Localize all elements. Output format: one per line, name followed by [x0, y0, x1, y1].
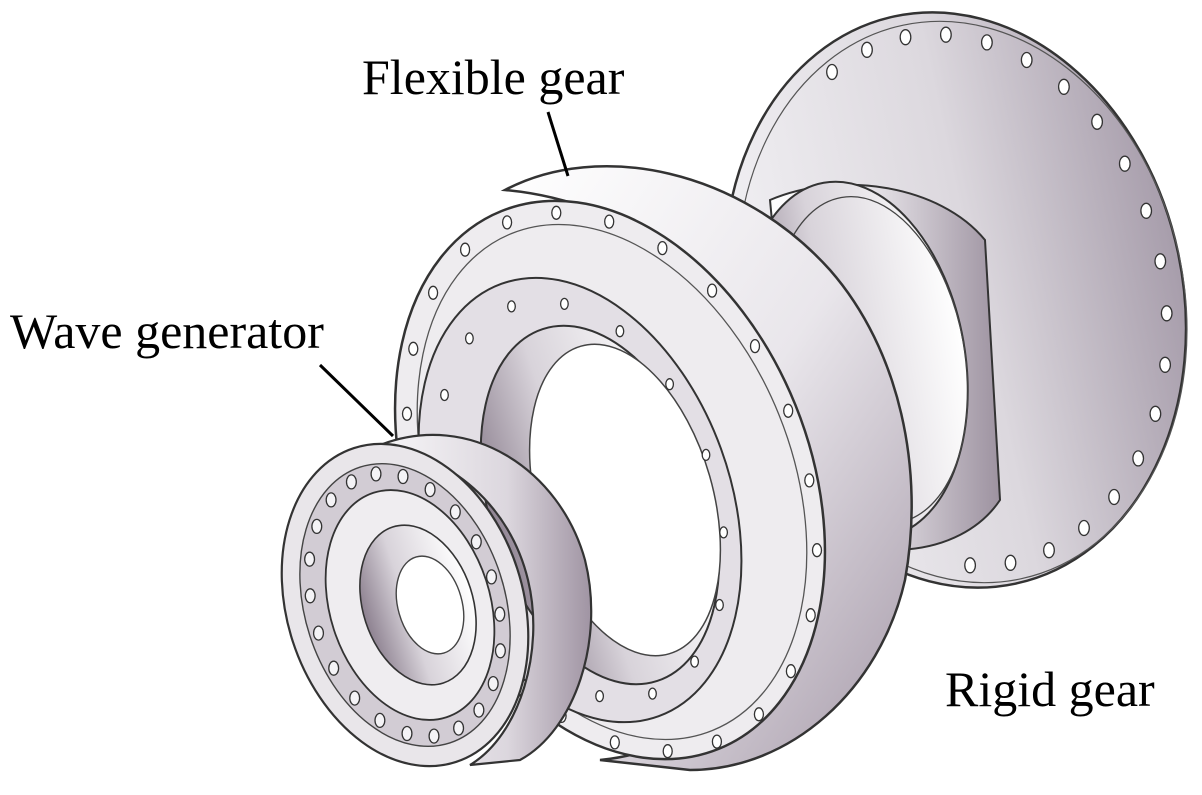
rigid-gear-hole [980, 34, 993, 51]
wave-generator-ball [328, 660, 340, 676]
flexible-gear-inner-hole [665, 378, 675, 391]
flexible-gear-inner-hole [440, 388, 449, 402]
rigid-gear-hole [1132, 450, 1145, 467]
wave-generator-ball [374, 712, 386, 729]
wave-generator-ball [312, 625, 325, 641]
flexible-gear-hole [408, 341, 419, 356]
rigid-gear-hole [1004, 554, 1017, 571]
flexible-gear-hole [749, 338, 761, 354]
flexible-gear-inner-hole [719, 526, 729, 539]
flexible-gear-hole [662, 744, 673, 759]
flexible-gear-hole [427, 285, 439, 300]
wave-generator-ball [453, 720, 465, 736]
wave-generator [280, 433, 593, 768]
flexible-gear-inner-hole [715, 598, 724, 612]
rigid-gear-flange-holes [826, 26, 1173, 574]
wave-generator-leader-line [318, 363, 395, 438]
rigid-gear-hole [899, 29, 912, 46]
wave-generator-ball [397, 468, 409, 485]
rigid-gear-hole [1057, 78, 1070, 95]
flexible-gear-label: Flexible gear [362, 49, 625, 105]
flexible-gear-hole [804, 473, 815, 488]
rigid-gear-hole [861, 41, 873, 58]
wave-generator-ball [428, 728, 440, 744]
flexible-gear-hole [459, 242, 471, 257]
wave-generator-ball [485, 569, 498, 585]
flexible-gear-hole [609, 735, 620, 750]
wave-generator-ball [424, 481, 436, 498]
wave-generator-ball [401, 725, 413, 742]
wave-generator-ball [304, 551, 316, 567]
wave-generator-ball [311, 518, 323, 535]
wave-generator-ball [487, 675, 499, 692]
wave-generator-ball [494, 606, 506, 622]
flexible-gear-hole [811, 543, 823, 558]
rigid-gear-hole [1159, 356, 1172, 373]
flexible-gear-inner-hole [559, 297, 569, 311]
rigid-gear-hole [1108, 488, 1121, 506]
rigid-gear-hole [1091, 113, 1104, 130]
rigid-gear-hole [1118, 155, 1131, 172]
rigid-gear-hole [1154, 253, 1167, 270]
wave-generator-ball [449, 504, 461, 520]
flexible-gear-hole [711, 734, 723, 749]
flexible-gear-hole [805, 608, 816, 623]
wave-generator-ball [325, 492, 337, 508]
flexible-gear-hole [657, 240, 668, 256]
wave-generator-ball [345, 474, 357, 490]
wave-generator-ball [370, 466, 382, 482]
wave-generator-label: Wave generator [10, 303, 324, 359]
rigid-gear-hole [964, 557, 977, 574]
rigid-gear-hole [1140, 202, 1153, 219]
flexible-gear-inner-hole [615, 325, 625, 338]
rigid-gear-hole [1078, 519, 1090, 537]
flexible-gear-inner-hole [464, 332, 474, 345]
flexible-gear-hole [551, 205, 562, 220]
wave-generator-balls [304, 466, 506, 744]
rigid-gear-label: Rigid gear [945, 661, 1155, 717]
flexible-gear-inner-hole [507, 300, 516, 313]
flexible-gear-inner-hole [690, 655, 700, 668]
wave-generator-bore [395, 555, 465, 655]
flexible-gear-hole [501, 215, 513, 230]
flexible-gear-hole [604, 214, 615, 229]
wave-generator-ball [349, 690, 361, 706]
rigid-gear-hole [939, 26, 952, 43]
flexible-gear-inner-hole [701, 448, 711, 462]
flexible-gear [393, 165, 913, 772]
wave-generator-ball [470, 534, 482, 550]
rigid-gear-hole [1020, 51, 1033, 69]
rigid-gear-hole [1043, 542, 1055, 559]
rigid-gear-hole [1149, 405, 1162, 422]
flexible-gear-inner-hole [648, 687, 657, 700]
rigid-gear-hole [826, 63, 838, 81]
flexible-gear-inner-hole [595, 689, 605, 703]
flexible-gear-leader-line [546, 111, 570, 177]
flexible-gear-hole [785, 664, 797, 679]
flexible-gear-hole [401, 406, 413, 421]
wave-generator-ball [494, 643, 506, 659]
wave-generator-ball [473, 702, 485, 718]
flexible-gear-hole [783, 403, 794, 418]
flexible-gear-hole [706, 283, 718, 298]
wave-generator-ball [304, 588, 316, 604]
wave-generator-outer-band [375, 433, 593, 767]
rigid-gear-hole [1160, 305, 1173, 322]
flexible-gear-hole [753, 707, 765, 722]
